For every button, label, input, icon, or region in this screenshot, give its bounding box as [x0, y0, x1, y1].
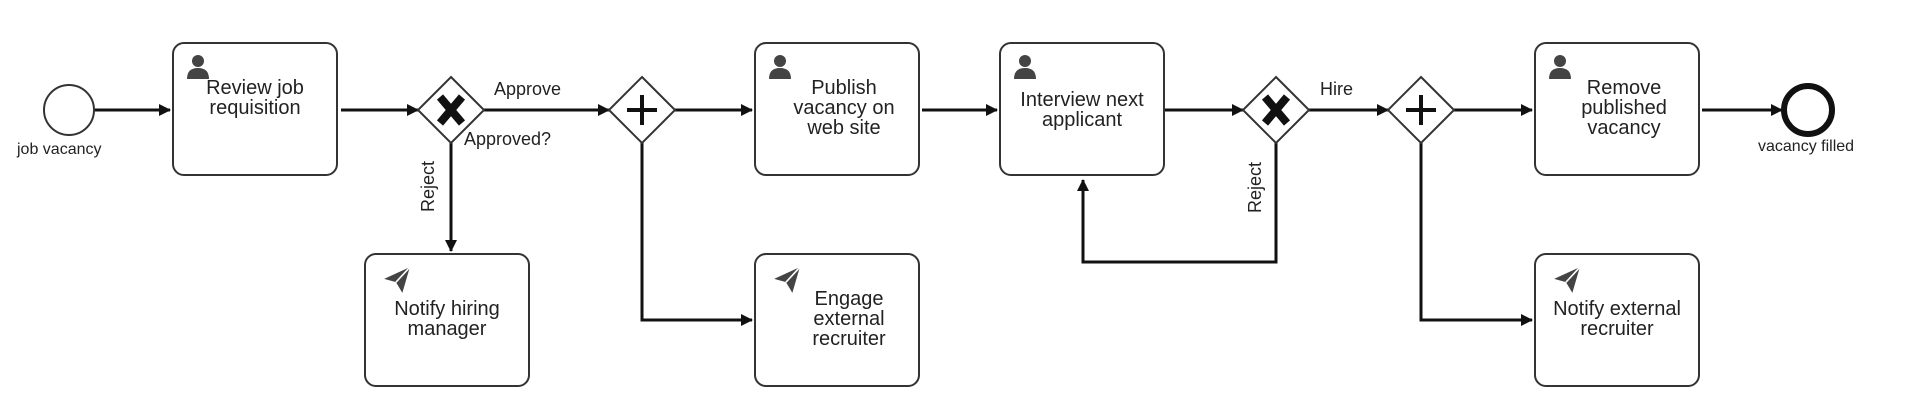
- flow-reject-2: [1077, 143, 1278, 264]
- gateway-hire: [1241, 75, 1311, 145]
- parallel-plus-icon: [1406, 95, 1436, 125]
- gateway-split-2: [1386, 75, 1456, 145]
- end-event-label: vacancy filled: [1758, 138, 1855, 155]
- task-notify-external-recruiter[interactable]: Notify external recruiter: [1534, 253, 1700, 387]
- end-event-circle: [1781, 83, 1835, 137]
- user-icon: [769, 55, 791, 79]
- send-icon: [774, 266, 801, 293]
- exclusive-x-icon: [436, 94, 466, 126]
- start-event-circle: [43, 84, 95, 136]
- parallel-plus-icon: [627, 95, 657, 125]
- task-publish-vacancy[interactable]: Publish vacancy on web site: [754, 42, 920, 176]
- start-event-label: job vacancy: [17, 141, 102, 158]
- send-icon: [384, 266, 411, 293]
- task-label: Publish vacancy on web site: [793, 77, 895, 139]
- flow-label-reject-1: Reject: [418, 160, 438, 212]
- flow-label-reject-2: Reject: [1245, 161, 1265, 213]
- task-review-job-requisition[interactable]: Review job requisition: [172, 42, 338, 176]
- user-icon: [187, 55, 209, 79]
- user-icon: [1014, 55, 1036, 79]
- task-interview-next-applicant[interactable]: Interview next applicant: [999, 42, 1165, 176]
- flow-split-engage: [640, 143, 753, 326]
- send-icon: [1554, 266, 1581, 293]
- task-label: Notify hiring manager: [394, 298, 500, 340]
- user-icon: [1549, 55, 1571, 79]
- gateway-approved: [416, 75, 486, 145]
- task-label: Interview next applicant: [1020, 89, 1144, 131]
- flow-label-approve: Approve: [494, 79, 562, 99]
- task-label: Engage external recruiter: [812, 288, 886, 350]
- exclusive-x-icon: [1261, 94, 1291, 126]
- task-remove-published-vacancy[interactable]: Remove published vacancy: [1534, 42, 1700, 176]
- task-label: Review job requisition: [206, 77, 304, 119]
- gateway-label-approved: Approved?: [464, 129, 552, 149]
- flow-split-notify-ext: [1419, 143, 1533, 326]
- gateway-split-1: [607, 75, 677, 145]
- task-label: Notify external recruiter: [1553, 298, 1681, 340]
- task-label: Remove published vacancy: [1581, 77, 1667, 139]
- task-notify-hiring-manager[interactable]: Notify hiring manager: [364, 253, 530, 387]
- flow-label-hire: Hire: [1320, 79, 1354, 99]
- task-engage-external-recruiter[interactable]: Engage external recruiter: [754, 253, 920, 387]
